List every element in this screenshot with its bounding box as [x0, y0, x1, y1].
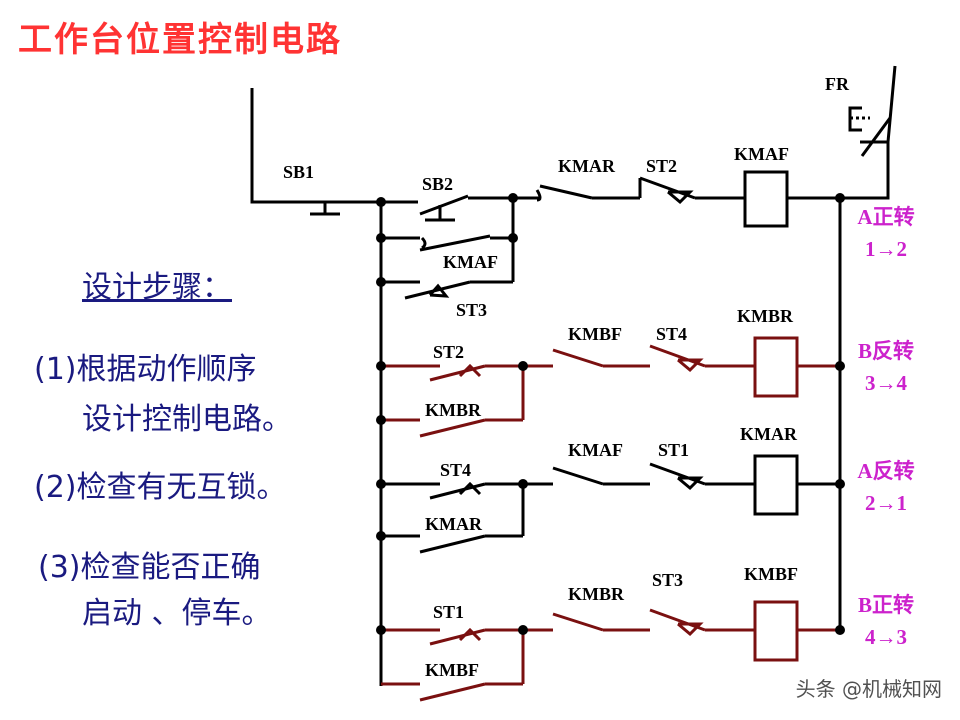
label-r1-coil: KMAF: [734, 144, 789, 164]
label-sb2: SB2: [422, 174, 453, 194]
dir-3-name: A反转: [857, 459, 914, 483]
dir-3-range: 2→1: [865, 491, 907, 515]
label-r1-st2: ST2: [646, 156, 677, 176]
page-title: 工作台位置控制电路: [18, 20, 342, 60]
label-fr: FR: [825, 74, 850, 94]
label-r3-hold: KMAR: [425, 514, 483, 534]
junction-dots: [376, 193, 845, 635]
label-r3-coil: KMAR: [740, 424, 798, 444]
rung-4-wiring: [381, 600, 840, 702]
label-r4-st3: ST3: [652, 570, 683, 590]
label-r1-kmar: KMAR: [558, 156, 616, 176]
label-r4-hold: KMBF: [425, 660, 479, 680]
label-st3-top: ST3: [456, 300, 487, 320]
dir-1-range: 1→2: [865, 237, 907, 261]
dir-2-range: 3→4: [865, 371, 908, 395]
label-r4-kmbr: KMBR: [568, 584, 625, 604]
rung-2-wiring: [381, 336, 840, 438]
dir-4-name: B正转: [858, 593, 914, 617]
label-r3-kmaf: KMAF: [568, 440, 623, 460]
steps-heading: 设计步骤：: [82, 270, 232, 305]
label-r4-st1: ST1: [433, 602, 464, 622]
label-r2-st4: ST4: [656, 324, 687, 344]
dir-4-range: 4→3: [865, 625, 907, 649]
step-1-line-2: 设计控制电路。: [82, 402, 292, 437]
label-r2-kmbf: KMBF: [568, 324, 622, 344]
label-r3-st1: ST1: [658, 440, 689, 460]
label-sb1: SB1: [283, 162, 314, 182]
label-r4-coil: KMBF: [744, 564, 798, 584]
rung-3-wiring: [381, 454, 840, 554]
step-3-line-1: (3)检查能否正确: [38, 550, 261, 585]
label-kmaf-hold: KMAF: [443, 252, 498, 272]
dir-1-name: A正转: [857, 205, 914, 229]
label-r3-st4: ST4: [440, 460, 471, 480]
watermark: 头条 @机械知网: [795, 677, 942, 701]
step-1-line-1: (1)根据动作顺序: [34, 352, 257, 387]
label-r2-hold: KMBR: [425, 400, 482, 420]
dir-2-name: B反转: [858, 339, 914, 363]
step-3-line-2: 启动 、停车。: [82, 596, 272, 631]
step-2: (2)检查有无互锁。: [34, 470, 287, 505]
label-r2-st2: ST2: [433, 342, 464, 362]
label-r2-coil: KMBR: [737, 306, 794, 326]
